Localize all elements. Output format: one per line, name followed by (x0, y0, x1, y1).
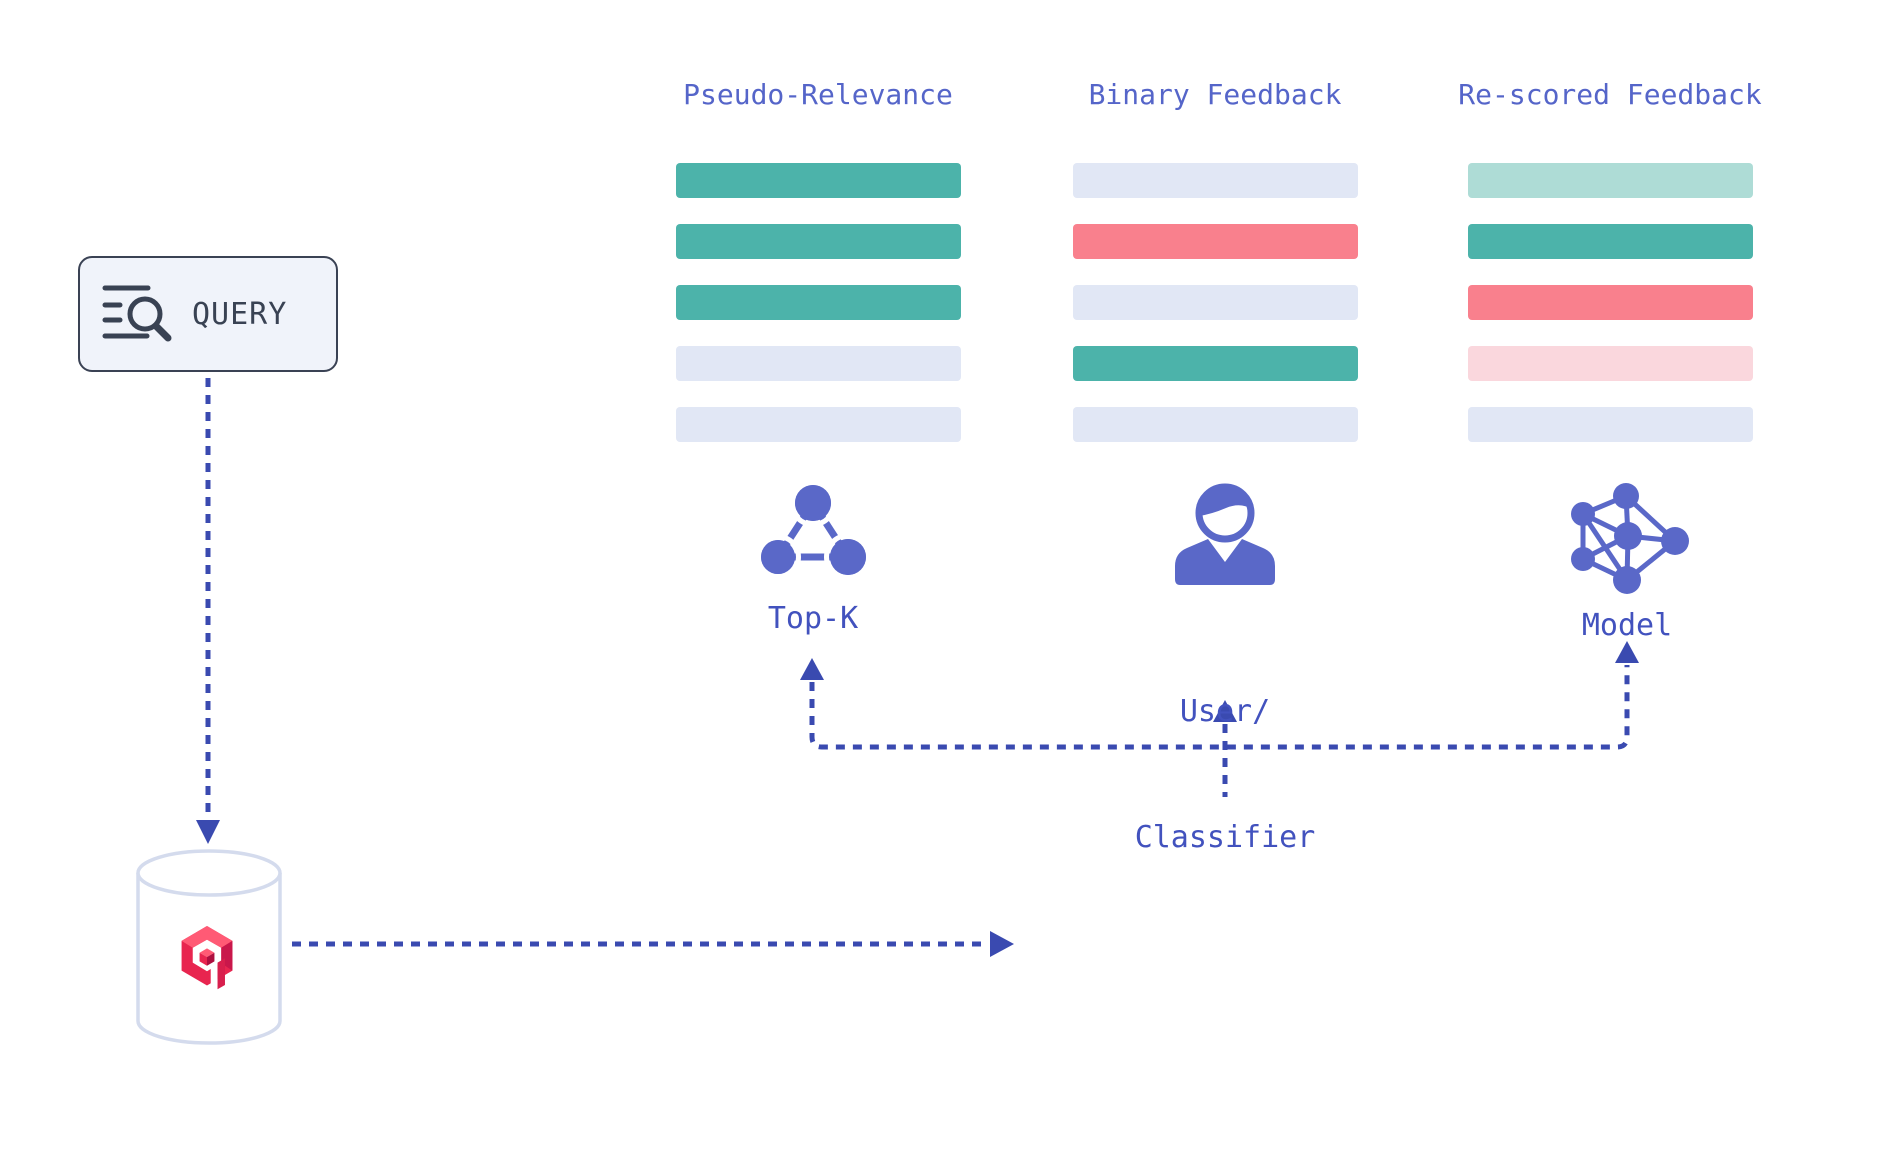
pseudo-relevance-results (676, 163, 961, 442)
result-bar (676, 163, 961, 198)
result-bar (1073, 346, 1358, 381)
user-icon (1175, 483, 1275, 585)
result-bar (1073, 407, 1358, 442)
retrieved-results-stack (1018, 807, 1433, 909)
query-box: QUERY (78, 256, 338, 372)
arrowhead-up-topk (800, 658, 824, 680)
re-scored-feedback-results (1468, 163, 1753, 442)
arrowhead-down (196, 820, 220, 844)
binary-feedback-results (1073, 163, 1358, 442)
result-bar (1073, 163, 1358, 198)
arrowhead-right (990, 931, 1014, 957)
result-bar (1468, 163, 1753, 198)
cluster-icon (755, 479, 871, 581)
label-top-k: Top-K (767, 601, 859, 636)
result-bar (1468, 346, 1753, 381)
result-bar (1468, 224, 1753, 259)
column-header-re-scored-feedback: Re-scored Feedback (1458, 78, 1762, 111)
arrowhead-up-user (1213, 700, 1237, 722)
label-user-line: User/ (1179, 694, 1271, 729)
search-list-icon (102, 285, 172, 342)
label-user-classifier: User/ Classifier (1005, 607, 1445, 943)
column-header-pseudo-relevance: Pseudo-Relevance (683, 78, 953, 111)
result-bar (676, 346, 961, 381)
result-bar (1073, 285, 1358, 320)
result-bar (1468, 285, 1753, 320)
result-bar (1073, 224, 1358, 259)
result-bar (676, 285, 961, 320)
label-classifier-line: Classifier (1134, 820, 1316, 855)
query-label: QUERY (192, 296, 288, 332)
arrowhead-up-model (1615, 641, 1639, 663)
result-bar (1468, 407, 1753, 442)
qdrant-logo (181, 926, 233, 990)
label-model: Model (1581, 608, 1673, 643)
model-icon (1571, 483, 1689, 594)
result-bar (676, 407, 961, 442)
column-header-binary-feedback: Binary Feedback (1088, 78, 1342, 111)
arrow-branch-topk-model (809, 665, 1630, 750)
result-bar (676, 224, 961, 259)
